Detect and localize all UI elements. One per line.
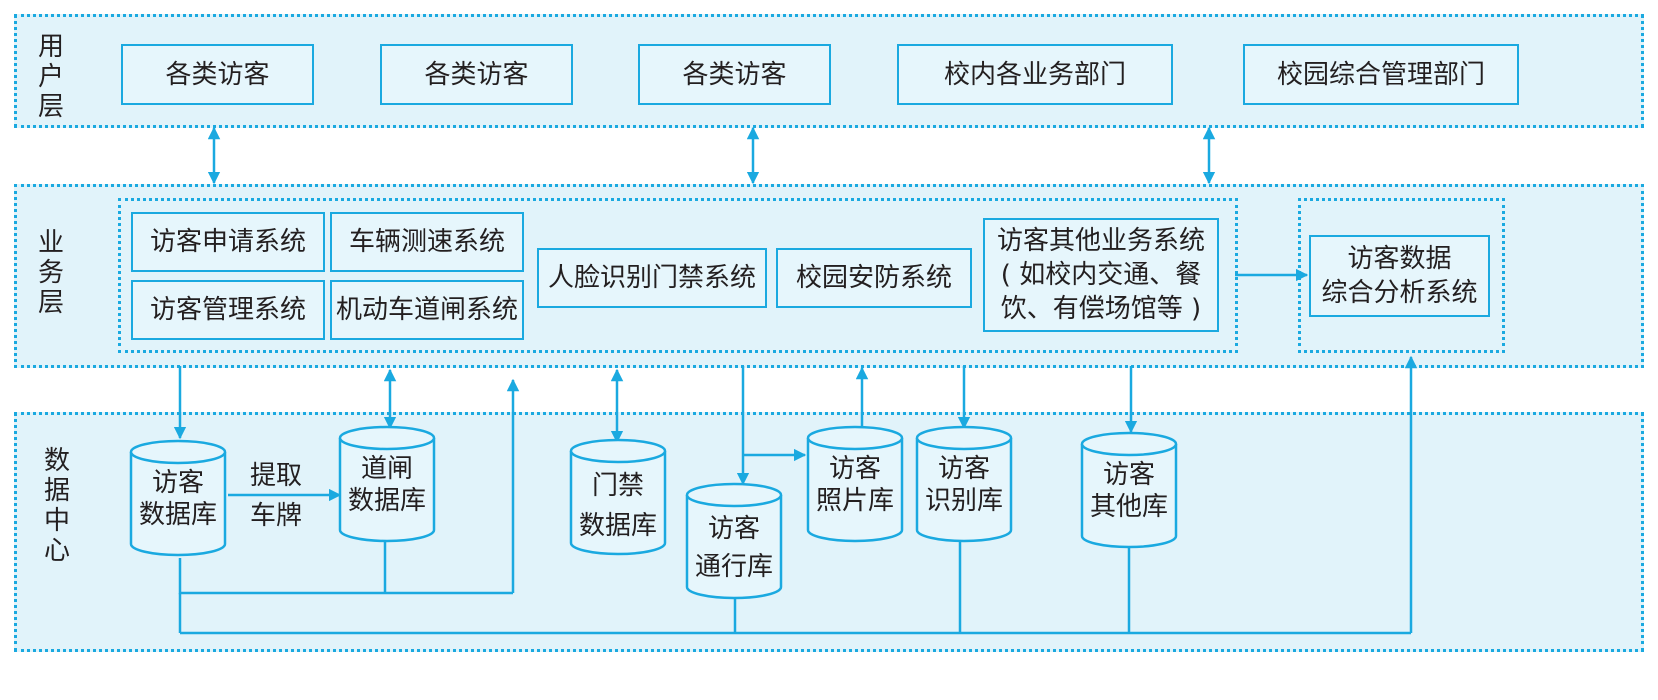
- vehicle-speed-system: 车辆测速系统: [330, 212, 524, 272]
- other-db-label: 访客 其他库: [1082, 459, 1176, 523]
- other-business-line-3: 饮、有偿场馆等 ): [1000, 294, 1202, 324]
- access-db-line-1: 门禁: [591, 471, 644, 501]
- gate-db-label: 道闸 数据库: [340, 453, 434, 517]
- business-layer-label: 业务层: [37, 228, 64, 318]
- cylinder-other-db: [1080, 431, 1178, 549]
- visitor-db-line-2: 数据库: [138, 500, 217, 530]
- cylinder-pass-db: [685, 482, 783, 600]
- visitor-db-line-1: 访客: [151, 468, 204, 498]
- face-access-system: 人脸识别门禁系统: [537, 248, 767, 308]
- other-db-line-1: 访客: [1102, 460, 1155, 490]
- user-box-visitor-2: 各类访客: [380, 44, 573, 105]
- cylinder-visitor-db: [129, 439, 227, 557]
- extract-plate-label: 提取 车牌: [236, 456, 316, 536]
- other-business-system: 访客其他业务系统 ( 如校内交通、餐 饮、有偿场馆等 ): [983, 218, 1219, 332]
- visitor-db-label: 访客 数据库: [131, 467, 225, 531]
- cylinder-photo-db: [806, 425, 904, 543]
- access-db-label: 门禁 数据库: [571, 466, 665, 546]
- data-center-layer-label: 数据中心: [43, 446, 70, 566]
- visitor-apply-system: 访客申请系统: [131, 212, 325, 272]
- data-analysis-system: 访客数据 综合分析系统: [1309, 235, 1490, 317]
- photo-db-label: 访客 照片库: [808, 453, 902, 517]
- user-box-visitor-1: 各类访客: [121, 44, 314, 105]
- analysis-line-2: 综合分析系统: [1321, 278, 1478, 308]
- recog-db-line-1: 访客: [937, 454, 990, 484]
- user-box-visitor-3: 各类访客: [638, 44, 831, 105]
- access-db-line-2: 数据库: [578, 511, 657, 541]
- cylinder-recog-db: [915, 425, 1013, 543]
- gate-db-line-1: 道闸: [360, 454, 413, 484]
- other-business-line-1: 访客其他业务系统: [996, 226, 1205, 256]
- user-box-management: 校园综合管理部门: [1243, 44, 1519, 105]
- pass-db-line-2: 通行库: [694, 552, 773, 582]
- recog-db-label: 访客 识别库: [917, 453, 1011, 517]
- campus-security-system: 校园安防系统: [776, 248, 972, 308]
- recog-db-line-2: 识别库: [924, 486, 1003, 516]
- analysis-line-1: 访客数据: [1347, 244, 1452, 274]
- other-db-line-2: 其他库: [1089, 492, 1168, 522]
- extract-plate-line-1: 提取: [249, 461, 302, 491]
- gate-db-line-2: 数据库: [347, 486, 426, 516]
- vehicle-gate-system: 机动车道闸系统: [330, 280, 524, 340]
- extract-plate-line-2: 车牌: [249, 501, 302, 531]
- pass-db-label: 访客 通行库: [687, 510, 781, 586]
- user-layer-label: 用户层: [37, 32, 64, 122]
- bus-line-upper: [178, 558, 513, 595]
- other-business-line-2: ( 如校内交通、餐: [1000, 260, 1202, 290]
- photo-db-line-1: 访客: [828, 454, 881, 484]
- cylinder-access-db: [569, 438, 667, 556]
- user-box-departments: 校内各业务部门: [897, 44, 1173, 105]
- cylinder-gate-db: [338, 425, 436, 543]
- pass-db-line-1: 访客: [707, 514, 760, 544]
- visitor-manage-system: 访客管理系统: [131, 280, 325, 340]
- photo-db-line-2: 照片库: [815, 486, 894, 516]
